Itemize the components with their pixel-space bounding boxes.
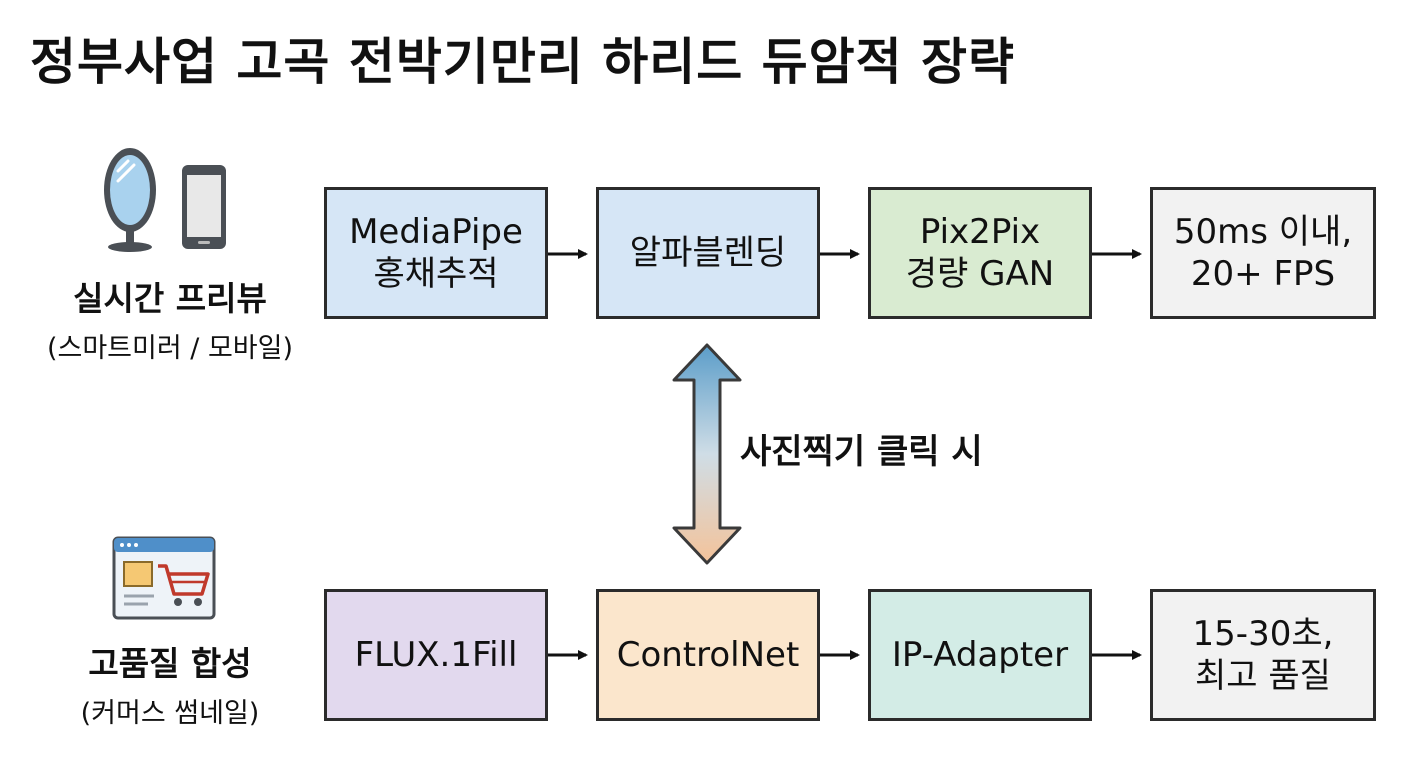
step-alpha-blending: 알파블렌딩	[596, 187, 820, 319]
realtime-title: 실시간 프리뷰	[73, 279, 267, 318]
step-line: 경량 GAN	[905, 254, 1055, 294]
smartphone-icon	[182, 165, 226, 249]
step-line: MediaPipe	[349, 211, 523, 252]
page-title: 정부사업 고곡 전박기만리 하리드 듀암적 장략	[30, 33, 1016, 91]
step-quality-result: 15-30초, 최고 품질	[1150, 589, 1376, 721]
realtime-mode-label: 실시간 프리뷰 (스마트미러 / 모바일)	[20, 272, 320, 365]
step-line: 홍채추적	[373, 254, 499, 294]
step-line: FLUX.1Fill	[354, 634, 518, 675]
shopping-cart-window-icon	[112, 536, 216, 620]
step-ip-adapter: IP-Adapter	[868, 589, 1092, 721]
step-controlnet: ControlNet	[596, 589, 820, 721]
step-realtime-result: 50ms 이내, 20+ FPS	[1150, 187, 1376, 319]
step-line: 최고 품질	[1195, 656, 1331, 696]
step-line: 알파블렌딩	[629, 232, 787, 273]
step-pix2pix-gan: Pix2Pix 경량 GAN	[868, 187, 1092, 319]
step-line: ControlNet	[616, 634, 800, 675]
realtime-subtitle: (스마트미러 / 모바일)	[46, 333, 294, 364]
quality-subtitle: (커머스 썸네일)	[80, 698, 260, 729]
step-line: IP-Adapter	[891, 634, 1069, 675]
step-line: 50ms 이내,	[1173, 211, 1353, 252]
step-flux-fill: FLUX.1Fill	[324, 589, 548, 721]
step-mediapipe-iris-tracking: MediaPipe 홍채추적	[324, 187, 548, 319]
mode-switch-double-arrow	[672, 343, 742, 565]
step-line: 20+ FPS	[1190, 254, 1336, 294]
trigger-label: 사진찍기 클릭 시	[740, 432, 983, 472]
step-line: 15-30초,	[1192, 613, 1334, 654]
mirror-icon	[104, 148, 156, 252]
step-line: Pix2Pix	[919, 211, 1041, 252]
quality-mode-label: 고품질 합성 (커머스 썸네일)	[20, 637, 320, 730]
quality-title: 고품질 합성	[88, 644, 252, 683]
